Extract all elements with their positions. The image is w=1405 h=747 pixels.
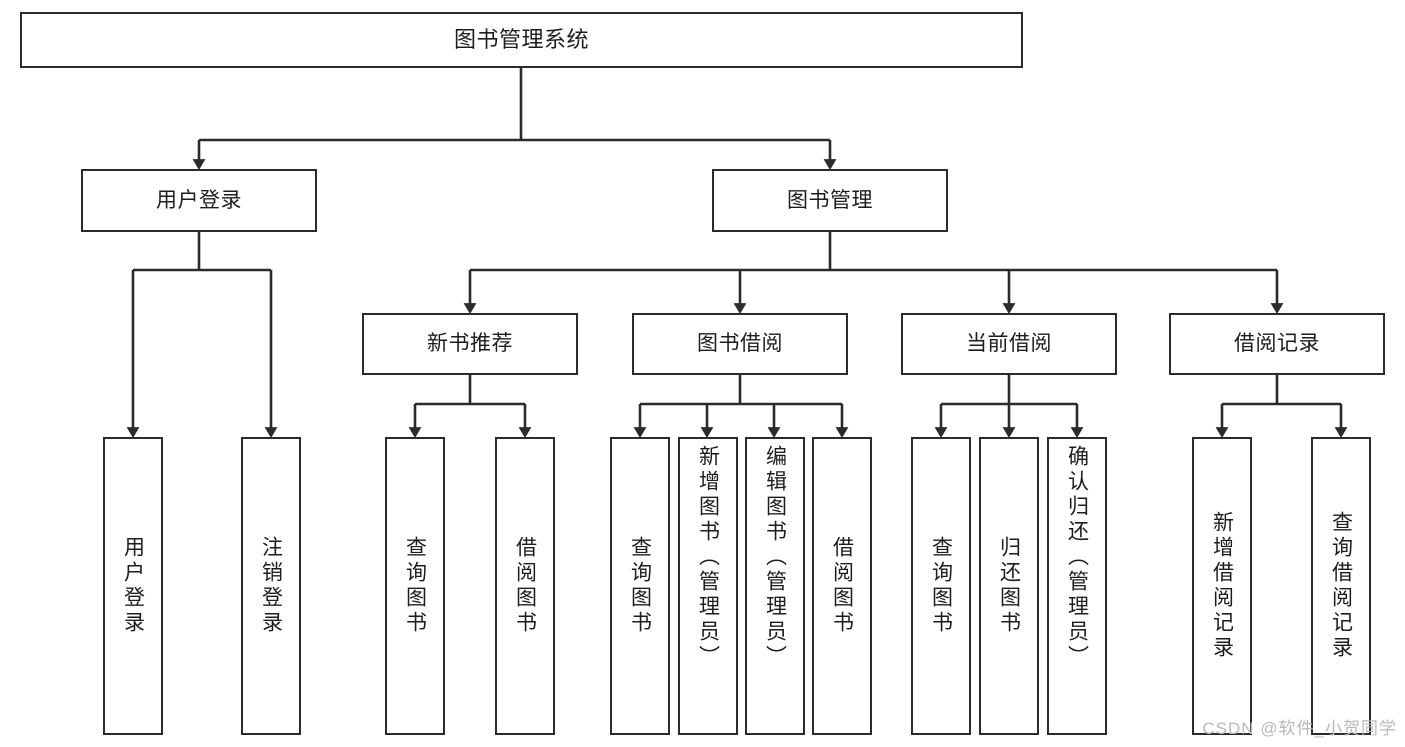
node-user-login-label: 用户登录 (156, 188, 242, 212)
node-new-book-recommend[interactable]: 新书推荐 (362, 313, 578, 375)
node-leaf-add-record[interactable]: 新增借阅记录 (1192, 437, 1252, 735)
node-leaf-edit-book[interactable]: 编辑图书（管理员） (745, 437, 805, 735)
node-leaf-return-book-label: 归还图书 (997, 536, 1021, 636)
node-leaf-add-record-label: 新增借阅记录 (1210, 511, 1234, 661)
node-leaf-query-record-label: 查询借阅记录 (1329, 511, 1353, 661)
node-leaf-confirm-return-label: 确认归还（管理员） (1065, 445, 1089, 670)
node-book-borrow-label: 图书借阅 (697, 332, 783, 356)
node-leaf-query-record[interactable]: 查询借阅记录 (1311, 437, 1371, 735)
node-leaf-query-book-2[interactable]: 查询图书 (610, 437, 670, 735)
node-leaf-confirm-return[interactable]: 确认归还（管理员） (1047, 437, 1107, 735)
node-leaf-query-book-2-label: 查询图书 (628, 536, 652, 636)
node-leaf-return-book[interactable]: 归还图书 (979, 437, 1039, 735)
node-root-label: 图书管理系统 (453, 26, 589, 52)
node-leaf-logout-label: 注销登录 (259, 536, 283, 636)
node-leaf-logout[interactable]: 注销登录 (241, 437, 301, 735)
node-book-manage[interactable]: 图书管理 (712, 169, 948, 232)
node-leaf-query-book-3[interactable]: 查询图书 (911, 437, 971, 735)
node-leaf-borrow-book-1-label: 借阅图书 (513, 536, 537, 636)
node-borrow-record-label: 借阅记录 (1234, 332, 1320, 356)
node-borrow-record[interactable]: 借阅记录 (1169, 313, 1385, 375)
node-current-borrow-label: 当前借阅 (966, 332, 1052, 356)
node-leaf-user-login-label: 用户登录 (121, 536, 145, 636)
node-new-book-recommend-label: 新书推荐 (427, 332, 513, 356)
node-leaf-borrow-book-1[interactable]: 借阅图书 (495, 437, 555, 735)
node-user-login[interactable]: 用户登录 (81, 169, 317, 232)
node-leaf-add-book[interactable]: 新增图书（管理员） (678, 437, 738, 735)
node-leaf-query-book-3-label: 查询图书 (929, 536, 953, 636)
node-leaf-borrow-book-2-label: 借阅图书 (830, 536, 854, 636)
node-leaf-edit-book-label: 编辑图书（管理员） (763, 445, 787, 670)
node-root[interactable]: 图书管理系统 (20, 12, 1023, 68)
node-leaf-borrow-book-2[interactable]: 借阅图书 (812, 437, 872, 735)
node-current-borrow[interactable]: 当前借阅 (901, 313, 1117, 375)
node-leaf-add-book-label: 新增图书（管理员） (696, 445, 720, 670)
node-book-manage-label: 图书管理 (787, 188, 873, 212)
node-leaf-query-book-1-label: 查询图书 (403, 536, 427, 636)
node-leaf-user-login[interactable]: 用户登录 (103, 437, 163, 735)
node-leaf-query-book-1[interactable]: 查询图书 (385, 437, 445, 735)
node-book-borrow[interactable]: 图书借阅 (632, 313, 848, 375)
